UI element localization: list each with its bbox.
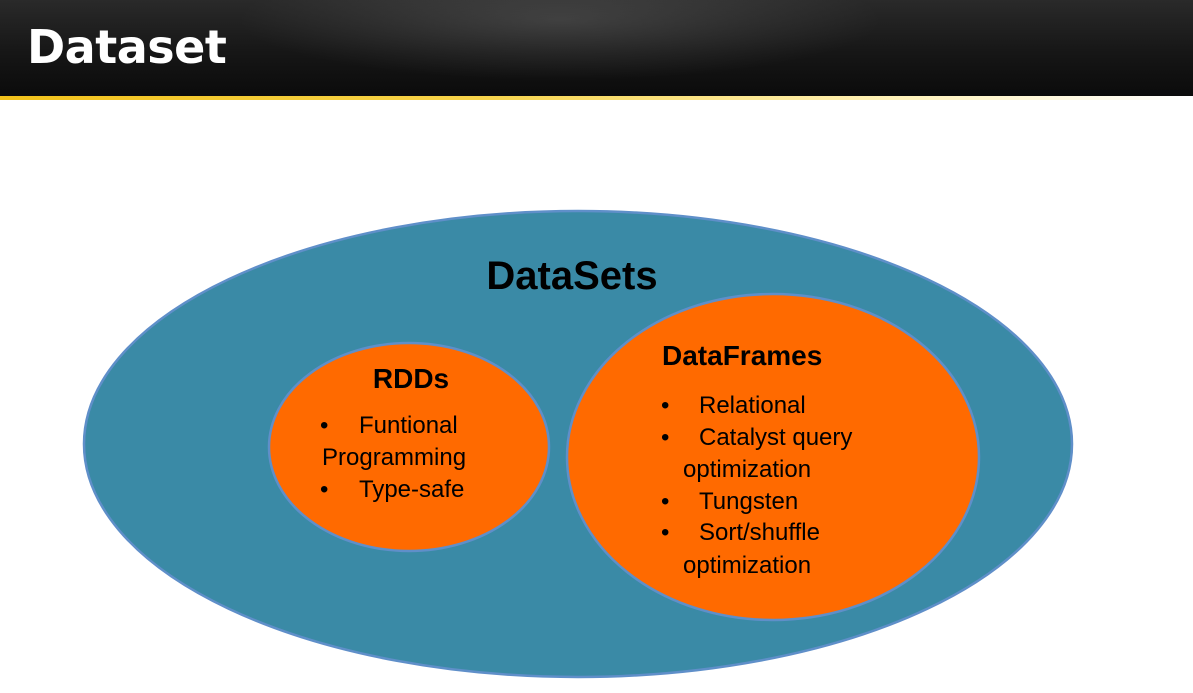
- bullet-icon: •: [320, 412, 328, 439]
- bullet-icon: •: [661, 519, 669, 546]
- title-bar-accent-line: [0, 96, 1193, 100]
- dataframes-ellipse: [565, 292, 981, 622]
- list-item: optimization: [683, 456, 811, 483]
- rdds-bullet-list: • Funtional Programming • Type-safe: [320, 412, 466, 503]
- dataframes-label: DataFrames: [662, 340, 822, 371]
- list-item: Sort/shuffle: [699, 519, 820, 546]
- list-item: Funtional: [359, 412, 458, 439]
- list-item: Tungsten: [699, 488, 798, 515]
- list-item: Catalyst query: [699, 424, 852, 451]
- page-title: Dataset: [27, 20, 227, 74]
- bullet-icon: •: [661, 392, 669, 419]
- rdds-ellipse: [267, 341, 551, 553]
- list-item: Programming: [322, 444, 466, 471]
- list-item: optimization: [683, 552, 811, 579]
- dataframes-bullet-list: • Relational • Catalyst query optimizati…: [661, 392, 852, 579]
- title-bar: [0, 0, 1193, 96]
- bullet-icon: •: [661, 424, 669, 451]
- title-bar-highlight: [0, 0, 1193, 96]
- list-item: Relational: [699, 392, 806, 419]
- bullet-icon: •: [320, 476, 328, 503]
- rdds-label: RDDs: [373, 363, 449, 394]
- bullet-icon: •: [661, 488, 669, 515]
- list-item: Type-safe: [359, 476, 464, 503]
- datasets-label: DataSets: [486, 254, 657, 298]
